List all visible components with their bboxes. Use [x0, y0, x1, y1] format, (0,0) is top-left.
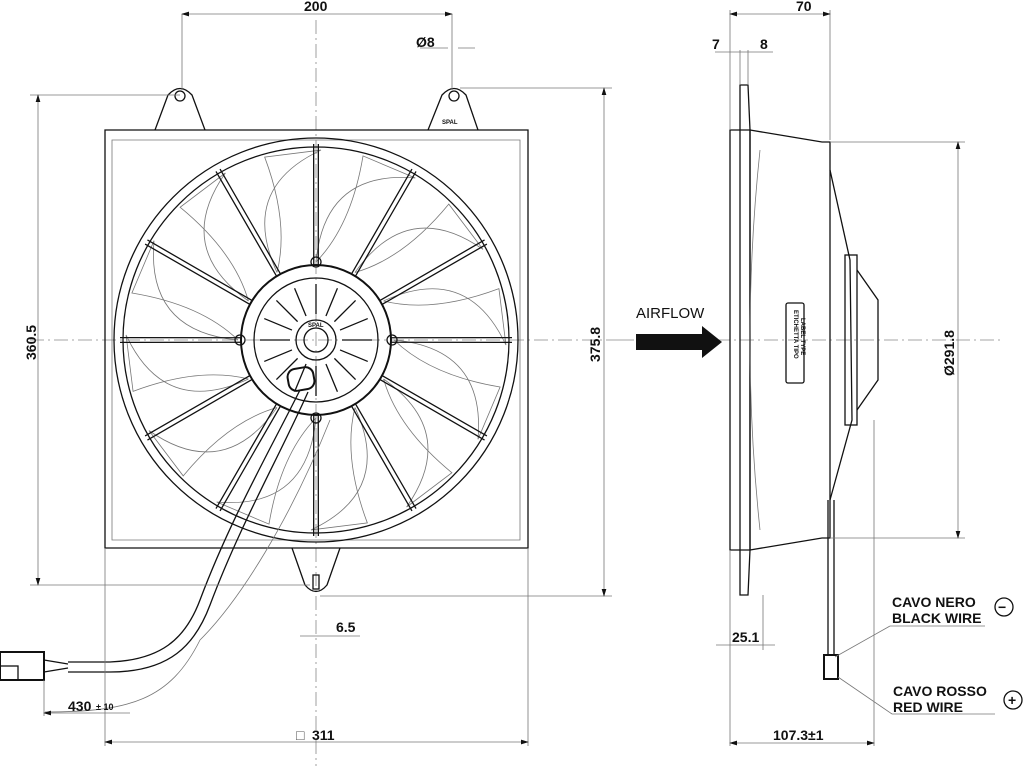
- logo-hub: SPAL: [308, 323, 324, 329]
- dim-360-5: 360.5: [23, 325, 39, 360]
- side-profile: [729, 84, 879, 680]
- cable: [44, 389, 331, 713]
- dim-diameter: Ø291.8: [941, 330, 957, 376]
- spoke: [379, 374, 488, 441]
- fan-blades: [125, 149, 507, 531]
- black-wire-it: CAVO NERO: [892, 594, 976, 610]
- spoke: [215, 403, 282, 512]
- black-wire-en: BLACK WIRE: [892, 610, 981, 626]
- hub-rib: [339, 349, 368, 363]
- black-wire-callout: CAVO NERO BLACK WIRE −: [892, 594, 1014, 626]
- spoke: [379, 239, 488, 306]
- fan-blade: [131, 240, 239, 341]
- dim-311: 311: [312, 727, 335, 743]
- spoke: [390, 336, 512, 344]
- dim-107-3: 107.3±1: [773, 727, 824, 743]
- hub-rib: [264, 349, 293, 363]
- dimensions-side: [715, 10, 995, 746]
- hub-rib: [325, 363, 339, 392]
- red-wire-it: CAVO ROSSO: [893, 683, 987, 699]
- fan-ring: [113, 137, 519, 543]
- spoke: [144, 374, 253, 441]
- label-type-line1: ETICHETTA TIPO: [792, 310, 798, 359]
- label-type-line2: LABEL TYPE: [799, 318, 805, 355]
- spoke: [120, 336, 242, 344]
- hub-rib: [333, 357, 357, 381]
- fan-blade: [383, 378, 453, 508]
- spoke: [144, 239, 253, 306]
- fan-blade: [354, 203, 484, 273]
- dim-25-1: 25.1: [732, 629, 759, 645]
- dim-hole: Ø8: [416, 34, 435, 50]
- minus-symbol: −: [998, 599, 1006, 615]
- motor-hub: [234, 256, 398, 424]
- dim-cable-tolerance: ± 10: [96, 702, 113, 712]
- spoke: [312, 144, 320, 266]
- fan-blade: [148, 407, 278, 477]
- fan-blade: [310, 407, 368, 531]
- hub-rib: [339, 317, 368, 331]
- spoke: [215, 168, 282, 277]
- hub-rib: [333, 299, 357, 323]
- airflow-label: AIRFLOW: [636, 305, 705, 322]
- fan-blade: [125, 334, 249, 392]
- logo-frame: SPAL: [442, 120, 458, 126]
- fan-blade: [315, 155, 416, 263]
- spokes: [120, 144, 512, 536]
- side-view: ETICHETTA TIPO LABEL TYPE AIRFLOW: [620, 0, 1023, 746]
- hub-rib: [275, 299, 299, 323]
- fan-blade: [383, 288, 507, 346]
- dim-8: 8: [760, 36, 768, 52]
- spoke: [350, 403, 417, 512]
- dimensions-front: [30, 11, 612, 746]
- fan-blade: [393, 339, 501, 440]
- spoke: [312, 414, 320, 536]
- hub-rib: [293, 363, 307, 392]
- dim-375-8: 375.8: [587, 327, 603, 362]
- minus-icon: [994, 597, 1014, 617]
- plus-icon: [1003, 690, 1023, 710]
- hub-rib: [293, 288, 307, 317]
- fan-blade: [216, 417, 317, 525]
- dim-cable-length: 430: [68, 698, 92, 714]
- plus-symbol: +: [1008, 692, 1016, 708]
- spoke: [350, 168, 417, 277]
- airflow-arrow-icon: [636, 326, 722, 358]
- square-symbol: □: [296, 727, 305, 743]
- hub-rib: [325, 288, 339, 317]
- dim-slot: 6.5: [336, 619, 356, 635]
- red-wire-callout: CAVO ROSSO RED WIRE +: [893, 683, 1023, 715]
- connector: [0, 651, 69, 681]
- front-view: 200 Ø8 360.5 375.8 6.5 430 ± 10 □ 311 SP…: [0, 0, 620, 766]
- red-wire-en: RED WIRE: [893, 699, 963, 715]
- fan-blade: [264, 149, 322, 273]
- centerlines: [30, 20, 620, 766]
- dim-200: 200: [304, 0, 328, 14]
- hub-rib: [275, 357, 299, 381]
- dim-70: 70: [796, 0, 812, 14]
- fan-blade: [179, 172, 249, 302]
- hub-rib: [264, 317, 293, 331]
- dim-7: 7: [712, 36, 720, 52]
